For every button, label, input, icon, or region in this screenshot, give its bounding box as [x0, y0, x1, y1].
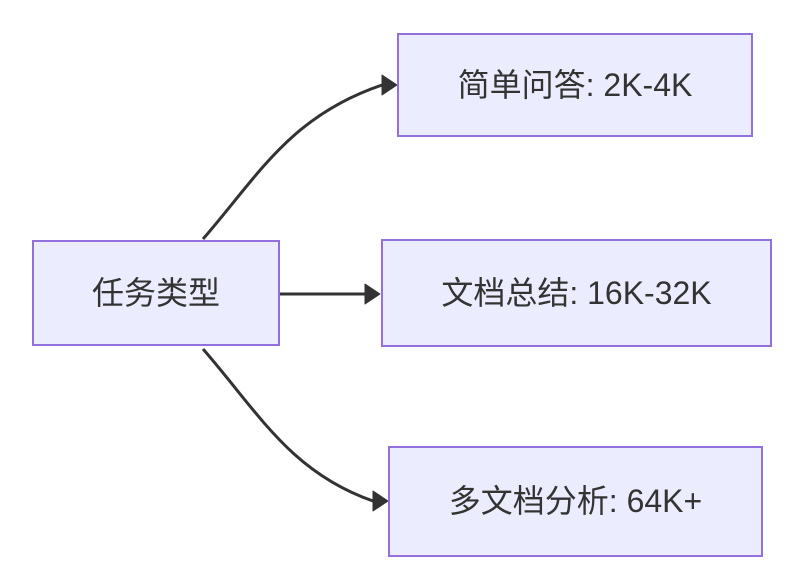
node-simple-qa-label: 简单问答: 2K-4K	[457, 66, 693, 103]
node-task-type: 任务类型	[32, 240, 280, 346]
arrowhead-simple-qa-icon	[381, 74, 398, 96]
edge-task-type-to-simple-qa	[201, 83, 383, 240]
node-multi-doc-label: 多文档分析: 64K+	[448, 483, 703, 520]
node-multi-doc: 多文档分析: 64K+	[388, 446, 763, 557]
node-simple-qa: 简单问答: 2K-4K	[397, 33, 753, 137]
arrowhead-doc-summary-icon	[364, 283, 381, 305]
node-doc-summary-label: 文档总结: 16K-32K	[441, 274, 712, 311]
edge-task-type-to-multi-doc	[201, 348, 374, 503]
node-doc-summary: 文档总结: 16K-32K	[381, 239, 772, 347]
arrowhead-multi-doc-icon	[372, 490, 389, 512]
node-task-type-label: 任务类型	[91, 274, 220, 311]
